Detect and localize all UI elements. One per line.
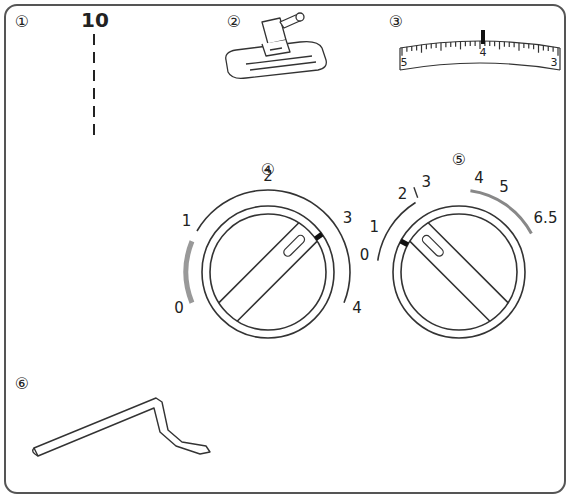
dial-number: 4	[352, 300, 362, 315]
dial-number: 2	[398, 187, 408, 202]
presser-foot	[226, 13, 327, 78]
knob-grip	[410, 223, 509, 322]
dial-number: 1	[369, 219, 379, 234]
stitch-line	[93, 34, 95, 142]
tool	[33, 398, 210, 456]
callout-number: ⑥	[15, 376, 29, 392]
dial-arc	[184, 240, 195, 303]
scale-number: 5	[401, 57, 408, 68]
dial-number: 1	[182, 214, 192, 229]
dial	[377, 187, 533, 338]
pointer-arrow	[414, 187, 418, 198]
dial	[184, 189, 351, 338]
index-mark	[400, 239, 409, 247]
dial-number: 5	[499, 180, 509, 195]
dial-number: 6.5	[534, 210, 558, 225]
knob-rim	[393, 206, 525, 338]
knob-rim	[202, 206, 334, 338]
dial-number: 3	[421, 174, 431, 189]
callout-number: ①	[15, 14, 29, 30]
dial-number: 3	[343, 211, 353, 226]
knob-grip	[219, 223, 318, 322]
index-mark	[314, 232, 323, 241]
dial-number: 2	[263, 169, 273, 184]
dial-number: 0	[360, 248, 370, 263]
callout-number: ⑤	[452, 152, 466, 168]
scale-number: 4	[480, 47, 487, 58]
scale-number: 3	[551, 57, 558, 68]
dial-number: 0	[174, 300, 184, 315]
stitch-length-value: 10	[81, 10, 109, 30]
callout-number: ②	[227, 14, 241, 30]
knob-face	[401, 214, 517, 330]
stitch-length-scale	[400, 30, 560, 70]
callout-number: ③	[389, 14, 403, 30]
knob-face	[210, 214, 326, 330]
dial-number: 4	[474, 171, 484, 186]
frame	[5, 5, 565, 493]
